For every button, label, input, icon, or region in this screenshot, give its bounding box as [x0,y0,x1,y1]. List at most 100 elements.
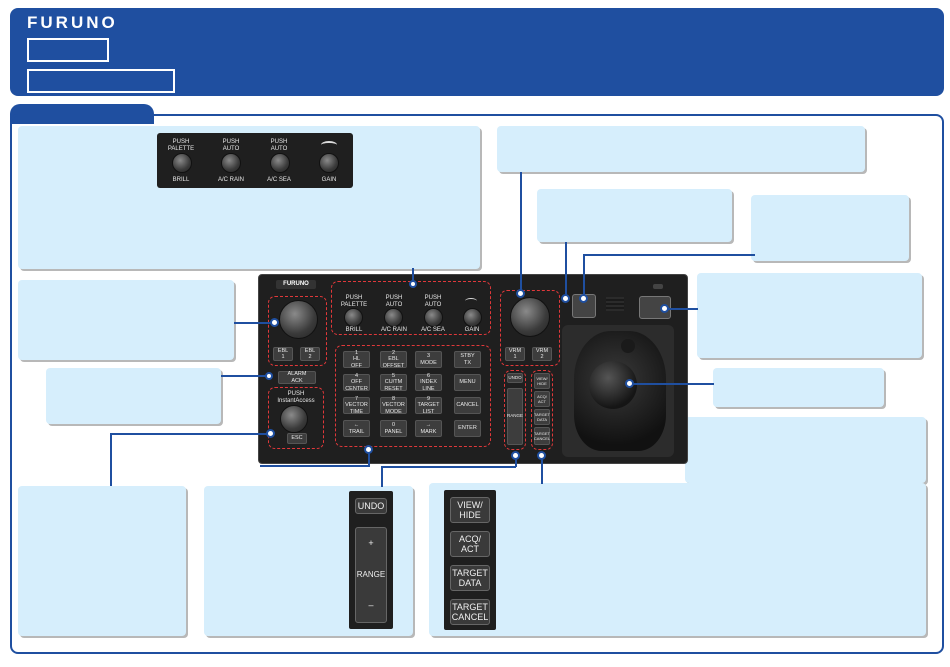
leader-line [381,467,383,487]
anchor-dot [516,289,525,298]
leader-line [515,455,517,467]
alarm-ack-button[interactable]: ALARM ACK [278,371,316,384]
range-button[interactable]: RANGE [507,388,523,445]
gain-knob[interactable] [463,308,482,327]
leader-line [368,448,370,467]
target-cancel-button[interactable]: TARGET CANCEL [534,427,550,445]
key-8[interactable]: 8 VECTOR MODE [380,396,407,415]
leader-line [565,242,567,298]
key-stby-tx[interactable]: STBY TX [454,351,481,368]
note-target [429,483,926,636]
anchor-dot [409,280,417,288]
panel-logo: FURUNO [276,280,316,289]
header-banner [10,8,944,96]
note-instant-access [18,486,186,636]
knob-top-label: PUSH AUTO [385,295,403,308]
leader-line [664,308,698,310]
note-target-top [685,417,926,483]
range-key[interactable]: + RANGE – [355,527,387,623]
range-plus[interactable]: + [368,538,374,548]
note-trackball [713,368,884,407]
anchor-dot [537,451,546,460]
leader-line [110,433,270,435]
key-6[interactable]: 6 INDEX LINE [415,373,442,392]
target-group [531,370,553,450]
anchor-dot [266,429,275,438]
knob-zoom-bottom-label: A/C SEA [267,177,291,183]
leader-line [630,383,714,385]
knob-zoom-top-label: PUSH AUTO [270,139,288,152]
anchor-dot [511,451,520,460]
leader-line [520,172,522,294]
note-alarm [46,368,221,424]
key-trail[interactable]: ← TRAIL [343,420,370,437]
acq-act-button[interactable]: ACQ/ ACT [534,391,550,407]
ebl-knob[interactable] [279,300,318,339]
knob-zoom-top-label: PUSH AUTO [222,139,240,152]
target-data-button[interactable]: TARGET DATA [534,409,550,425]
control-panel: FURUNO EBL 1 EBL 2 ALARM ACK PUSH Instan… [258,274,688,464]
key-1[interactable]: 1 HL OFF [343,350,370,369]
vrm-knob[interactable] [510,297,550,337]
knob-bottom-label: A/C RAIN [380,327,407,333]
target-cancel-button[interactable]: TARGET CANCEL [450,599,490,625]
rain-knob[interactable] [384,308,403,327]
leader-line [541,455,543,484]
acq-act-button[interactable]: ACQ/ ACT [450,531,490,557]
brill-knob[interactable] [344,308,363,327]
range-minus[interactable]: – [368,600,374,610]
knob-zoom-inset: PUSH PALETTE PUSH AUTO PUSH AUTO BRILL A… [157,133,353,188]
esc-button[interactable]: ESC [287,433,307,444]
leader-line [110,433,112,486]
trackball-left-button[interactable] [621,339,635,353]
leader-line [381,466,516,468]
knob-bottom-label: GAIN [464,327,480,333]
key-enter[interactable]: ENTER [454,420,481,437]
ebl2-button[interactable]: EBL 2 [300,347,320,361]
sea-knob[interactable] [424,308,443,327]
ebl-group [268,296,327,366]
knob-zoom-bottom-label: A/C RAIN [217,177,244,183]
rain-knob[interactable] [221,153,241,173]
knob-zoom-bottom-label: BRILL [172,177,190,183]
gain-knob[interactable] [319,153,339,173]
anchor-dot [579,294,588,303]
ebl1-button[interactable]: EBL 1 [273,347,293,361]
key-4[interactable]: 4 OFF CENTER [343,373,370,392]
leader-line [234,322,274,324]
brand-logo: FURUNO [27,13,118,32]
note-indicator [537,189,732,242]
undo-button[interactable]: UNDO [355,498,387,514]
instant-access-knob[interactable] [280,405,308,433]
knob-bottom-label: BRILL [345,327,363,333]
note-power [751,195,909,261]
power-button[interactable] [639,296,671,319]
key-0[interactable]: 0 PANEL [380,420,407,437]
knob-top-label: PUSH PALETTE [340,295,368,308]
key-mark[interactable]: → MARK [415,420,442,437]
vrm2-button[interactable]: VRM 2 [532,347,552,361]
anchor-dot [364,445,373,454]
key-9[interactable]: 9 TARGET LIST [415,396,442,415]
key-3[interactable]: 3 MODE [415,351,442,368]
key-cancel[interactable]: CANCEL [454,397,481,414]
key-menu[interactable]: MENU [454,374,481,391]
anchor-dot [660,304,669,313]
knob-top-label: PUSH AUTO [424,295,442,308]
anchor-dot [625,379,634,388]
undo-button[interactable]: UNDO [507,373,523,383]
target-data-button[interactable]: TARGET DATA [450,565,490,591]
key-5[interactable]: 5 CU/TM RESET [380,373,407,392]
vrm1-button[interactable]: VRM 1 [505,347,525,361]
key-2[interactable]: 2 EBL OFFSET [380,350,407,369]
view-hide-button[interactable]: VIEW/ HIDE [534,373,550,389]
sea-knob[interactable] [270,153,290,173]
brill-knob[interactable] [172,153,192,173]
leader-line [221,375,269,377]
note-power-button [697,273,922,358]
key-7[interactable]: 7 VECTOR TIME [343,396,370,415]
view-hide-button[interactable]: VIEW/ HIDE [450,497,490,523]
knob-zoom-bottom-label: GAIN [321,177,337,183]
push-instant-label: PUSH InstantAccess [277,391,315,404]
leader-line [583,254,755,256]
